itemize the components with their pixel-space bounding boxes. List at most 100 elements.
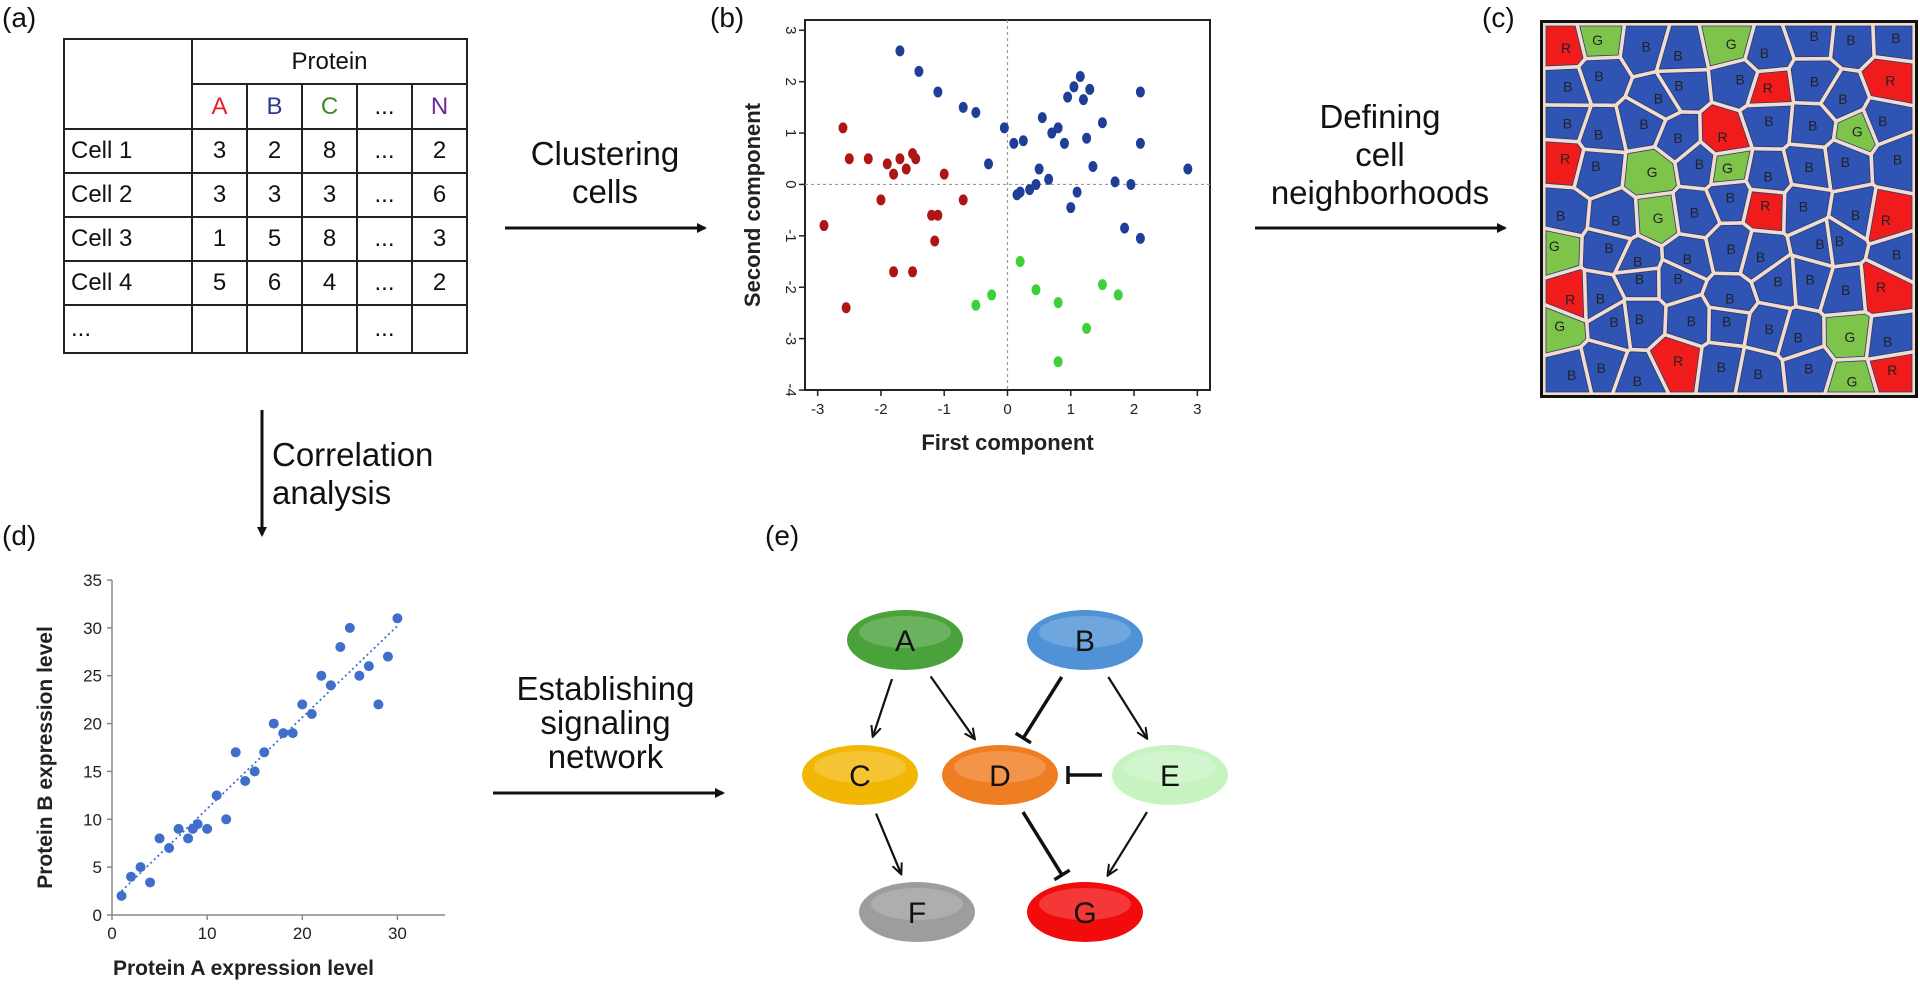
flow-text-line: Defining [1319,98,1441,135]
table-cell: 3 [301,172,358,218]
cell-label: B [1754,366,1763,382]
data-point [1047,127,1057,139]
x-tick-label: 2 [1130,401,1138,418]
panel-label-c: (c) [1482,2,1515,33]
cell-polygon [1660,261,1705,304]
data-point [259,747,270,758]
x-tick-label: -1 [938,401,951,418]
data-point [382,651,393,662]
data-point [221,814,232,825]
data-point [1044,173,1054,185]
cell-label: B [1567,367,1576,383]
x-tick-label: 10 [198,924,217,943]
cell-polygon [1627,73,1679,118]
cell-polygon [1826,141,1871,190]
data-point [192,819,203,830]
cell-polygon [1785,145,1829,189]
cell-polygon [1742,232,1790,280]
edge-activation [875,813,901,874]
cell-polygon [1545,187,1589,235]
y-axis-label: Protein B expression level [34,626,57,889]
cell-label: R [1885,72,1895,88]
cell-label: R [1760,198,1770,214]
cell-label: G [1549,238,1560,254]
cell-label: B [1604,240,1613,256]
cell-label: B [1594,126,1603,142]
y-tick-label: 1 [782,129,799,137]
cell-polygon [1737,349,1784,393]
cell-polygon [1545,230,1581,276]
cell-label: B [1725,290,1734,306]
node-highlight [859,616,951,648]
node-label: A [895,625,915,658]
cell-polygon [1676,143,1714,188]
data-point [164,843,175,853]
cell-label: B [1687,313,1696,329]
data-point [1015,186,1025,198]
table-cell [411,304,468,354]
cell-polygon [1784,348,1833,393]
table-corner [63,38,193,130]
node-highlight [1039,888,1131,920]
table-cell: 4 [301,260,358,306]
cell-label: B [1722,313,1731,329]
node-ellipse [802,745,918,805]
cell-polygon [1617,237,1661,271]
cell-polygon [1614,351,1667,393]
x-tick-label: 30 [388,924,407,943]
data-point [911,153,921,165]
data-point [930,235,940,247]
cell-polygon [1545,269,1585,319]
data-point [316,670,327,681]
data-point [1009,137,1019,149]
cell-label: B [1591,158,1600,174]
cell-label: B [1841,282,1850,298]
data-point [914,65,924,77]
cell-polygon [1701,104,1750,153]
cell-polygon [1576,151,1624,198]
data-point [230,747,241,758]
edge-activation [1108,811,1148,875]
data-point [889,266,899,278]
cell-polygon [1579,25,1623,57]
cell-polygon [1582,230,1629,273]
cell-label: R [1718,129,1728,145]
cell-polygon [1663,235,1712,278]
data-point [145,877,156,888]
cell-label: B [1764,113,1773,129]
node-label: F [908,897,926,930]
y-tick-label: 35 [83,571,102,590]
node-highlight [871,888,963,920]
node-ellipse [847,610,963,670]
cell-polygon [1868,188,1913,243]
cell-polygon [1874,25,1913,60]
cell-polygon [1712,150,1751,183]
cell-label: B [1892,246,1901,262]
cell-polygon [1867,232,1913,281]
data-point [958,194,968,206]
cell-polygon [1747,150,1790,191]
y-tick-label: 0 [782,180,799,188]
cell-label: B [1717,359,1726,375]
cell-label: B [1695,156,1704,172]
data-point [135,862,146,873]
cell-label: R [1876,279,1886,295]
cell-label: B [1633,373,1642,389]
flow-text-line: Correlation [272,436,434,473]
x-tick-label: 3 [1193,401,1201,418]
y-tick-label: -2 [782,281,799,294]
cell-label: R [1561,40,1571,56]
table-cell: ... [356,128,413,174]
cell-polygon [1586,271,1624,320]
row-label: Cell 4 [63,260,193,306]
cell-label: B [1596,290,1605,306]
data-point [1053,297,1063,309]
cell-polygon [1710,309,1748,345]
cell-polygon [1779,308,1823,359]
data-point [392,613,403,624]
data-point [363,661,374,672]
cell-label: G [1592,32,1603,48]
